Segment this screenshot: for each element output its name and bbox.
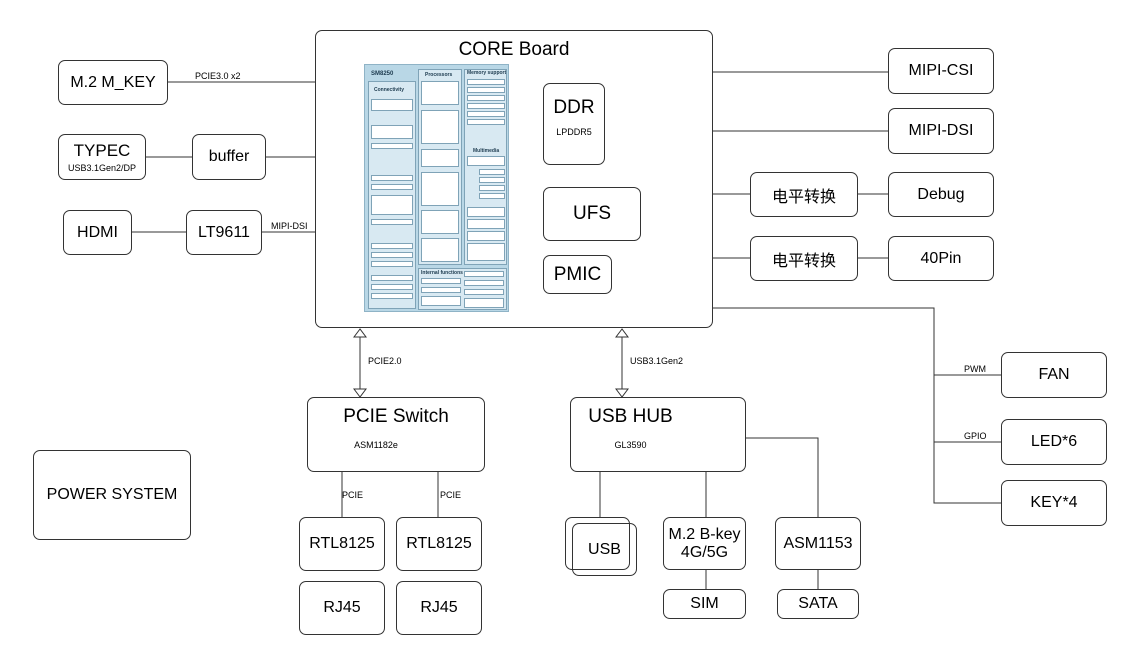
arrow-up-pcie <box>353 328 367 338</box>
sata-block: SATA <box>777 589 859 619</box>
hub-asm1153-link <box>746 437 819 517</box>
rj45-b-block: RJ45 <box>396 581 482 635</box>
rtl8125-b-block: RTL8125 <box>396 517 482 571</box>
pcie-switch-sub: ASM1182e <box>354 440 398 450</box>
hdmi-block: HDMI <box>63 210 132 255</box>
level-shifter-40pin-block: 电平转换 <box>750 236 858 281</box>
pmic-block: PMIC <box>543 255 612 294</box>
typec-label: TYPEC <box>73 141 131 160</box>
m2-mkey-block: M.2 M_KEY <box>58 60 168 105</box>
connectivity-label: Connectivity <box>374 87 405 93</box>
ddr-sub: LPDDR5 <box>556 127 592 137</box>
memory-label: Memory support <box>467 70 507 76</box>
key-block: KEY*4 <box>1001 480 1107 526</box>
soc-name: SM8250 <box>371 71 394 77</box>
arrow-up-usb <box>615 328 629 338</box>
processors-label: Processors <box>425 72 453 78</box>
pwm-link-label: PWM <box>964 364 986 374</box>
level-shifter-debug-block: 电平转换 <box>750 172 858 217</box>
pcie-switch-block: PCIE Switch ASM1182e <box>307 397 485 472</box>
usb-port-block: USB <box>572 523 637 576</box>
asm1153-block: ASM1153 <box>775 517 861 570</box>
typec-block: TYPEC USB3.1Gen2/DP <box>58 134 146 180</box>
mipi-csi-block: MIPI-CSI <box>888 48 994 94</box>
debug-block: Debug <box>888 172 994 217</box>
ddr-block: DDR LPDDR5 <box>543 83 605 165</box>
usb31-link-label: USB3.1Gen2 <box>630 356 684 366</box>
ddr-label: DDR <box>553 97 595 118</box>
internal-functions-label: Internal functions <box>421 270 463 276</box>
usb-hub-label: USB HUB <box>588 406 673 427</box>
rj45-a-block: RJ45 <box>299 581 385 635</box>
mipi-dsi-block: MIPI-DSI <box>888 108 994 154</box>
pcie2-link-label: PCIE2.0 <box>368 356 402 366</box>
typec-sub: USB3.1Gen2/DP <box>67 163 137 173</box>
arrow-down-pcie <box>353 388 367 398</box>
pcie-link-label-a: PCIE <box>342 490 364 500</box>
gpio-link-label: GPIO <box>964 431 987 441</box>
m2-bkey-block: M.2 B-key 4G/5G <box>663 517 746 570</box>
usb-hub-sub: GL3590 <box>614 440 647 450</box>
pcie30-link-label: PCIE3.0 x2 <box>195 71 241 81</box>
rtl8125-a-block: RTL8125 <box>299 517 385 571</box>
pin40-block: 40Pin <box>888 236 994 281</box>
arrow-down-usb <box>615 388 629 398</box>
m2-bkey-label: M.2 B-key <box>668 525 741 543</box>
pcie-link-label-b: PCIE <box>440 490 462 500</box>
core-board-title: CORE Board <box>458 39 570 60</box>
power-system-block: POWER SYSTEM <box>33 450 191 540</box>
buffer-block: buffer <box>192 134 266 180</box>
fan-block: FAN <box>1001 352 1107 398</box>
sim-block: SIM <box>663 589 746 619</box>
gpio-bus-link <box>713 307 1001 504</box>
ufs-block: UFS <box>543 187 641 241</box>
led-block: LED*6 <box>1001 419 1107 465</box>
pcie-switch-label: PCIE Switch <box>343 406 449 427</box>
mipi-dsi-link-label: MIPI-DSI <box>271 221 308 231</box>
lt9611-block: LT9611 <box>186 210 262 255</box>
m2-bkey-sub: 4G/5G <box>680 543 729 561</box>
soc-block-diagram: SM8250 Connectivity Processors Memory su… <box>364 64 509 312</box>
multimedia-label: Multimedia <box>473 148 500 154</box>
usb-hub-block: USB HUB GL3590 <box>570 397 746 472</box>
